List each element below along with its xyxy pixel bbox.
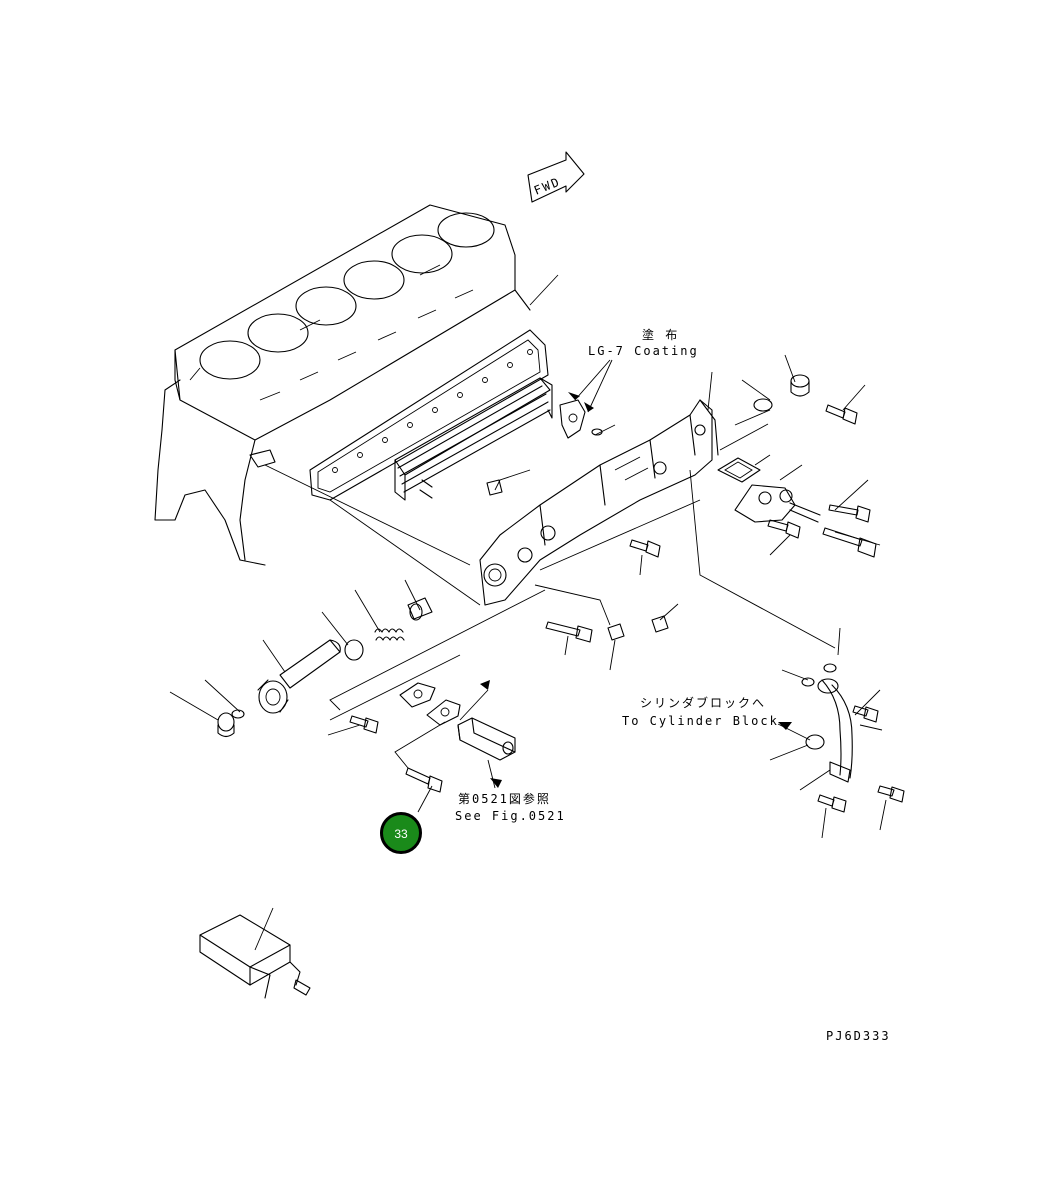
bolt-right-3 [767, 519, 801, 539]
cylinder-block-label-jp: シリンダブロックへ [640, 695, 766, 710]
service-tool [199, 914, 311, 999]
bolt-right-2 [822, 527, 877, 558]
bolt-pipe-3 [817, 794, 847, 813]
valve-body [257, 639, 341, 714]
bolt-right-1 [828, 504, 871, 523]
bolt-lower-2 [545, 621, 625, 643]
bolt-pipe-1 [852, 705, 879, 723]
oil-cooler-core [394, 377, 553, 501]
bolt-top-center [486, 479, 503, 496]
sensor-gasket [399, 682, 461, 726]
see-fig-label-jp: 第0521図参照 [458, 791, 551, 806]
bolt-lower-center [629, 539, 661, 558]
fwd-arrow-icon: FWD [527, 151, 585, 203]
bolt-pipe-2 [877, 785, 905, 803]
bolt-left-1 [349, 715, 379, 734]
oil-pipe [801, 663, 853, 783]
bolt-upper-right [825, 404, 858, 425]
cylinder-block [154, 204, 531, 566]
callout-badge-33[interactable]: 33 [380, 812, 422, 854]
cylinder-block-label-en: To Cylinder Block [622, 714, 779, 728]
bolt-lower-right [651, 615, 669, 633]
coating-label-en: LG-7 Coating [588, 344, 699, 358]
coated-gasket [559, 399, 603, 439]
plug-top-right [753, 374, 810, 412]
coating-label-jp: 塗 布 [642, 327, 679, 342]
arrowheads [480, 392, 811, 788]
leader-lines [169, 274, 887, 951]
sensor-unit [457, 717, 516, 761]
callout-badge-label: 33 [394, 827, 408, 841]
see-fig-label-en: See Fig.0521 [455, 809, 566, 823]
oil-cooler-gasket [309, 329, 549, 501]
relief-valve-parts [344, 597, 433, 661]
plug-left [217, 709, 245, 738]
bolt-left-2 [405, 767, 443, 793]
valve-plate [717, 457, 821, 523]
oil-cooler-cover [479, 399, 719, 606]
drawing-code: PJ6D333 [826, 1029, 891, 1043]
